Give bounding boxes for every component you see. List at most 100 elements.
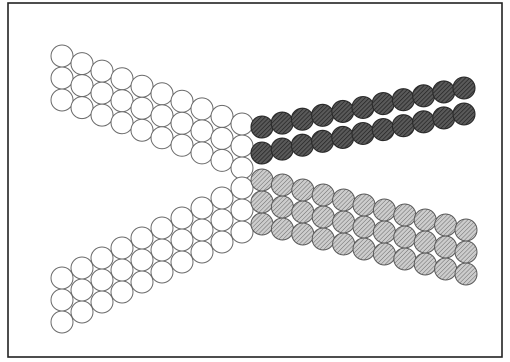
sphere	[271, 196, 293, 218]
sphere	[211, 187, 233, 209]
sphere	[292, 201, 314, 223]
sphere	[111, 112, 133, 134]
left-lower-open-spheres	[51, 177, 253, 333]
sphere	[231, 177, 253, 199]
sphere	[251, 191, 273, 213]
sphere	[312, 104, 334, 126]
sphere	[373, 243, 395, 265]
sphere	[151, 261, 173, 283]
sphere	[312, 130, 334, 152]
sphere	[131, 75, 153, 97]
sphere	[394, 248, 416, 270]
sphere	[111, 68, 133, 90]
sphere	[51, 267, 73, 289]
sphere	[353, 194, 375, 216]
sphere	[231, 113, 253, 135]
sphere	[91, 82, 113, 104]
sphere	[91, 104, 113, 126]
sphere	[211, 105, 233, 127]
sphere	[392, 115, 414, 137]
sphere	[51, 311, 73, 333]
sphere	[333, 233, 355, 255]
sphere	[292, 223, 314, 245]
sphere	[231, 221, 253, 243]
sphere	[251, 169, 273, 191]
sphere	[171, 229, 193, 251]
sphere	[271, 218, 293, 240]
sphere	[151, 83, 173, 105]
sphere	[433, 81, 455, 103]
sphere	[131, 271, 153, 293]
sphere	[111, 259, 133, 281]
sphere	[151, 217, 173, 239]
sphere	[455, 241, 477, 263]
sphere	[231, 135, 253, 157]
sphere	[211, 209, 233, 231]
sphere	[251, 142, 273, 164]
sphere	[352, 97, 374, 119]
sphere	[414, 231, 436, 253]
sphere	[251, 116, 273, 138]
sphere	[131, 249, 153, 271]
sphere	[171, 112, 193, 134]
sphere	[71, 257, 93, 279]
sphere	[51, 289, 73, 311]
sphere	[372, 93, 394, 115]
sphere	[151, 239, 173, 261]
right-lower-light-spheres	[251, 169, 477, 285]
sphere	[373, 221, 395, 243]
sphere	[51, 89, 73, 111]
sphere	[71, 97, 93, 119]
sphere	[211, 231, 233, 253]
sphere	[251, 213, 273, 235]
sphere	[453, 103, 475, 125]
sphere	[71, 301, 93, 323]
sphere	[435, 236, 457, 258]
sphere	[435, 214, 457, 236]
sphere	[191, 142, 213, 164]
sphere	[231, 199, 253, 221]
sphere	[71, 75, 93, 97]
sphere	[131, 227, 153, 249]
sphere	[111, 90, 133, 112]
sphere	[455, 219, 477, 241]
sphere	[51, 45, 73, 67]
sphere	[91, 291, 113, 313]
sphere	[312, 228, 334, 250]
sphere	[71, 53, 93, 75]
sphere	[111, 281, 133, 303]
sphere	[271, 174, 293, 196]
sphere	[353, 216, 375, 238]
sphere	[171, 251, 193, 273]
sphere	[131, 97, 153, 119]
sphere	[435, 258, 457, 280]
left-upper-open-spheres	[51, 45, 253, 179]
sphere	[373, 199, 395, 221]
sphere	[91, 269, 113, 291]
sphere	[352, 123, 374, 145]
sphere	[271, 138, 293, 160]
sphere	[191, 219, 213, 241]
sphere	[191, 241, 213, 263]
sphere	[191, 98, 213, 120]
sphere	[271, 112, 293, 134]
sphere	[392, 89, 414, 111]
right-upper-dark-spheres	[251, 77, 475, 164]
sphere	[171, 90, 193, 112]
sphere	[51, 67, 73, 89]
sphere	[191, 197, 213, 219]
sphere	[231, 157, 253, 179]
sphere	[292, 179, 314, 201]
sphere	[131, 119, 153, 141]
sphere	[91, 247, 113, 269]
sphere	[312, 184, 334, 206]
sphere	[291, 108, 313, 130]
sphere	[455, 263, 477, 285]
sphere	[211, 127, 233, 149]
sphere	[414, 253, 436, 275]
sphere	[372, 119, 394, 141]
sphere	[191, 120, 213, 142]
sphere	[333, 211, 355, 233]
sphere	[413, 85, 435, 107]
